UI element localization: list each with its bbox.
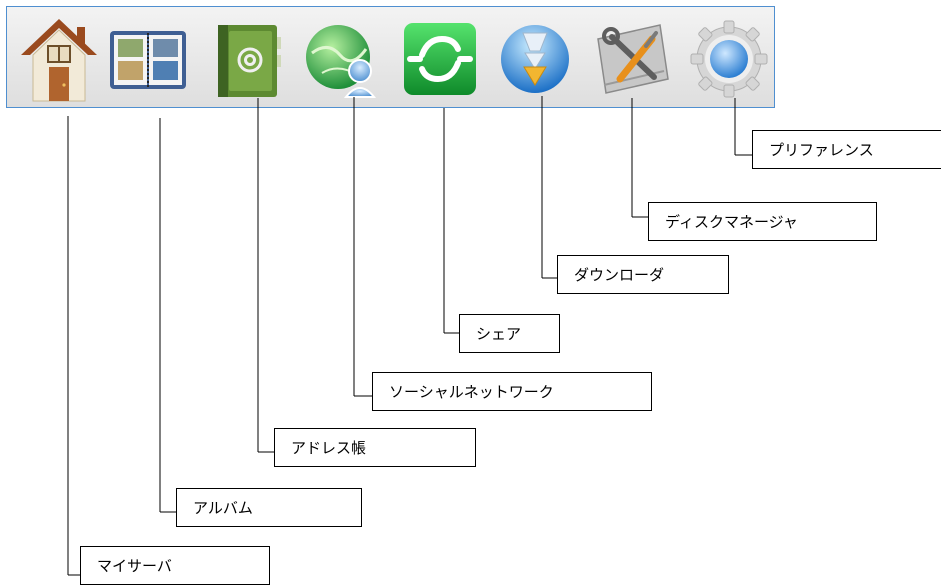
share-button[interactable] <box>398 15 482 103</box>
label-disk-manager: ディスクマネージャ <box>648 202 877 241</box>
label-address-book: アドレス帳 <box>274 428 476 467</box>
preferences-button[interactable] <box>687 15 771 103</box>
label-share: シェア <box>459 314 560 353</box>
label-album: アルバム <box>176 488 362 527</box>
disk-manager-button[interactable] <box>590 15 674 103</box>
house-icon <box>21 19 97 102</box>
album-button[interactable] <box>106 15 190 103</box>
label-preferences: プリファレンス <box>752 130 941 169</box>
download-icon <box>501 25 569 93</box>
label-my-server: マイサーバ <box>80 546 270 585</box>
label-downloader: ダウンローダ <box>557 255 729 294</box>
disk-tools-icon <box>597 24 669 94</box>
address-book-button[interactable] <box>204 15 288 103</box>
gear-icon <box>690 20 768 98</box>
my-server-button[interactable] <box>17 15 101 103</box>
social-network-button[interactable] <box>300 15 384 103</box>
label-social-network: ソーシャルネットワーク <box>372 372 652 411</box>
globe-user-icon <box>306 25 377 98</box>
address-book-icon <box>218 25 281 97</box>
downloader-button[interactable] <box>493 15 577 103</box>
app-toolbar <box>6 6 775 108</box>
share-icon <box>404 23 476 95</box>
photo-album-icon <box>110 31 186 89</box>
